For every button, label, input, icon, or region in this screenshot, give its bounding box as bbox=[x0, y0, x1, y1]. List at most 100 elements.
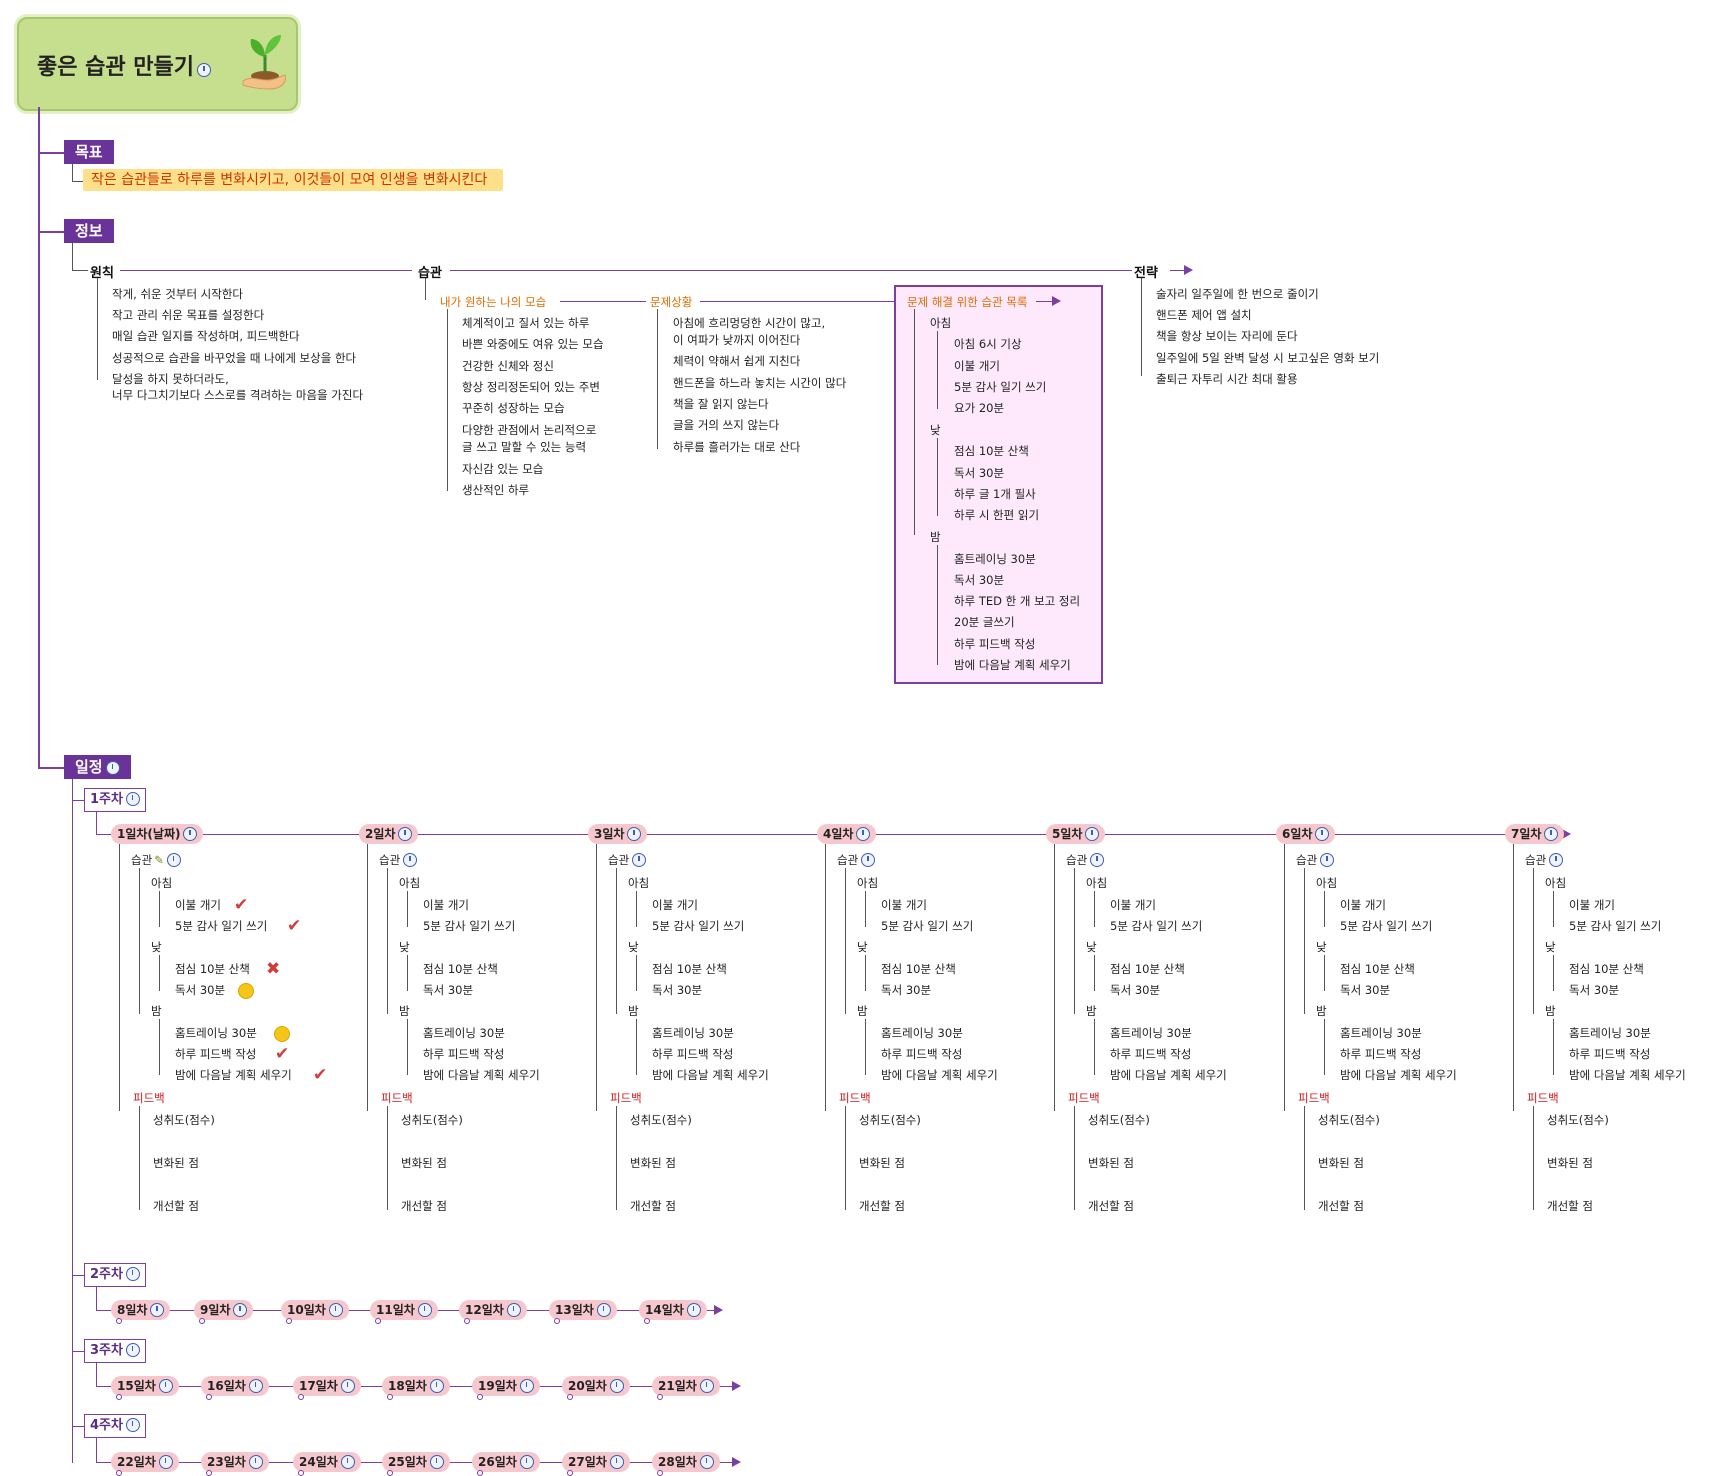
day-node[interactable]: 13일차 bbox=[549, 1300, 617, 1320]
task-item[interactable]: 홈트레이닝 30분 bbox=[1110, 1026, 1192, 1040]
day-node[interactable]: 10일차 bbox=[281, 1300, 349, 1320]
feedback-label[interactable]: 피드백 bbox=[133, 1091, 165, 1105]
solution-item[interactable]: 하루 글 1개 필사 bbox=[954, 487, 1036, 501]
strategy-item[interactable]: 출퇴근 자투리 시간 최대 활용 bbox=[1156, 372, 1298, 386]
ideal-item[interactable]: 바쁜 와중에도 여유 있는 모습 bbox=[462, 337, 604, 351]
routine-noon[interactable]: 낮 bbox=[399, 940, 410, 954]
day-node[interactable]: 25일차 bbox=[382, 1452, 450, 1472]
solution-item[interactable]: 5분 감사 일기 쓰기 bbox=[954, 380, 1047, 394]
solution-night[interactable]: 밤 bbox=[930, 530, 941, 544]
task-item[interactable]: 홈트레이닝 30분 bbox=[1569, 1026, 1651, 1040]
week-4[interactable]: 4주차 bbox=[84, 1414, 146, 1438]
goal-text[interactable]: 작은 습관들로 하루를 변화시키고, 이것들이 모여 인생을 변화시킨다 bbox=[83, 169, 504, 191]
day-node[interactable]: 20일차 bbox=[562, 1376, 630, 1396]
solution-item[interactable]: 하루 TED 한 개 보고 정리 bbox=[954, 594, 1081, 608]
principle-item[interactable]: 작고 관리 쉬운 목표를 설정한다 bbox=[112, 308, 265, 322]
ideal-item[interactable]: 다양한 관점에서 논리적으로 bbox=[462, 423, 597, 437]
principle-item[interactable]: 너무 다그치기보다 스스로를 격려하는 마음을 가진다 bbox=[112, 388, 364, 402]
task-item[interactable]: 밤에 다음날 계획 세우기 bbox=[1110, 1068, 1227, 1082]
day-node[interactable]: 17일차 bbox=[293, 1376, 361, 1396]
problem-item[interactable]: 책을 잘 읽지 않는다 bbox=[673, 397, 769, 411]
week-3[interactable]: 3주차 bbox=[84, 1339, 146, 1363]
solution-title[interactable]: 문제 해결 위한 습관 목록 bbox=[907, 295, 1028, 309]
day-node[interactable]: 15일차 bbox=[111, 1376, 179, 1396]
task-item[interactable]: 하루 피드백 작성 bbox=[1569, 1047, 1651, 1061]
solution-item[interactable]: 독서 30분 bbox=[954, 573, 1005, 587]
task-item[interactable]: 점심 10분 산책 bbox=[1340, 962, 1415, 976]
feedback-item[interactable]: 변화된 점 bbox=[630, 1156, 676, 1170]
day-node[interactable]: 12일차 bbox=[459, 1300, 527, 1320]
feedback-item[interactable]: 성취도(점수) bbox=[1088, 1113, 1150, 1127]
habit-label[interactable]: 습관 bbox=[1296, 853, 1335, 867]
day-node[interactable]: 18일차 bbox=[382, 1376, 450, 1396]
solution-morning[interactable]: 아침 bbox=[930, 316, 952, 330]
task-item[interactable]: 홈트레이닝 30분 bbox=[1340, 1026, 1422, 1040]
problem-item[interactable]: 이 여파가 낮까지 이어진다 bbox=[673, 333, 801, 347]
habit-label[interactable]: 습관 bbox=[608, 853, 647, 867]
strategy-item[interactable]: 술자리 일주일에 한 번으로 줄이기 bbox=[1156, 287, 1319, 301]
routine-morning[interactable]: 아침 bbox=[399, 876, 421, 890]
feedback-item[interactable]: 성취도(점수) bbox=[153, 1113, 215, 1127]
feedback-label[interactable]: 피드백 bbox=[610, 1091, 642, 1105]
solution-item[interactable]: 밤에 다음날 계획 세우기 bbox=[954, 658, 1071, 672]
day-node[interactable]: 23일차 bbox=[201, 1452, 269, 1472]
task-item[interactable]: 5분 감사 일기 쓰기 bbox=[1569, 919, 1662, 933]
week1-day-node[interactable]: 5일차 bbox=[1046, 824, 1106, 844]
task-item[interactable]: 홈트레이닝 30분 bbox=[881, 1026, 963, 1040]
feedback-item[interactable]: 개선할 점 bbox=[1088, 1199, 1134, 1213]
principle-item[interactable]: 성공적으로 습관을 바꾸었을 때 나에게 보상을 한다 bbox=[112, 351, 357, 365]
feedback-label[interactable]: 피드백 bbox=[1298, 1091, 1330, 1105]
day-node[interactable]: 24일차 bbox=[293, 1452, 361, 1472]
feedback-item[interactable]: 변화된 점 bbox=[1318, 1156, 1364, 1170]
solution-noon[interactable]: 낮 bbox=[930, 423, 941, 437]
routine-night[interactable]: 밤 bbox=[151, 1004, 162, 1018]
routine-night[interactable]: 밤 bbox=[857, 1004, 868, 1018]
task-item[interactable]: 이불 개기 bbox=[1340, 898, 1386, 912]
routine-morning[interactable]: 아침 bbox=[1086, 876, 1108, 890]
task-item[interactable]: 이불 개기 bbox=[652, 898, 698, 912]
routine-night[interactable]: 밤 bbox=[1545, 1004, 1556, 1018]
task-item[interactable]: 홈트레이닝 30분 bbox=[652, 1026, 734, 1040]
problem-item[interactable]: 핸드폰을 하느라 놓치는 시간이 많다 bbox=[673, 376, 847, 390]
ideal-item[interactable]: 글 쓰고 말할 수 있는 능력 bbox=[462, 440, 587, 454]
root-node[interactable]: 좋은 습관 만들기 bbox=[17, 17, 298, 111]
task-item[interactable]: 점심 10분 산책 bbox=[423, 962, 498, 976]
task-item[interactable]: 5분 감사 일기 쓰기 bbox=[175, 919, 268, 933]
solution-item[interactable]: 홈트레이닝 30분 bbox=[954, 552, 1036, 566]
solution-item[interactable]: 20분 글쓰기 bbox=[954, 615, 1015, 629]
solution-item[interactable]: 하루 피드백 작성 bbox=[954, 637, 1036, 651]
task-item[interactable]: 밤에 다음날 계획 세우기 bbox=[1569, 1068, 1686, 1082]
ideal-item[interactable]: 항상 정리정돈되어 있는 주변 bbox=[462, 380, 600, 394]
strategy-item[interactable]: 핸드폰 제어 앱 설치 bbox=[1156, 308, 1252, 322]
principle-item[interactable]: 작게, 쉬운 것부터 시작한다 bbox=[112, 287, 244, 301]
week1-day-node[interactable]: 6일차 bbox=[1276, 824, 1336, 844]
strategy-title[interactable]: 전략 bbox=[1134, 266, 1158, 281]
task-item[interactable]: 하루 피드백 작성 bbox=[1340, 1047, 1422, 1061]
feedback-item[interactable]: 변화된 점 bbox=[1088, 1156, 1134, 1170]
week-2[interactable]: 2주차 bbox=[84, 1263, 146, 1287]
task-item[interactable]: 점심 10분 산책 bbox=[652, 962, 727, 976]
feedback-label[interactable]: 피드백 bbox=[381, 1091, 413, 1105]
habits-title[interactable]: 습관 bbox=[418, 266, 442, 281]
problem-item[interactable]: 체력이 약해서 쉽게 지친다 bbox=[673, 354, 801, 368]
task-item[interactable]: 독서 30분 bbox=[1340, 983, 1391, 997]
task-item[interactable]: 홈트레이닝 30분 bbox=[423, 1026, 505, 1040]
day-node[interactable]: 28일차 bbox=[652, 1452, 720, 1472]
routine-noon[interactable]: 낮 bbox=[628, 940, 639, 954]
week1-day-node[interactable]: 2일차 bbox=[359, 824, 419, 844]
task-item[interactable]: 5분 감사 일기 쓰기 bbox=[1340, 919, 1433, 933]
goal-header[interactable]: 목표 bbox=[64, 140, 114, 164]
principle-item[interactable]: 매일 습관 일지를 작성하며, 피드백한다 bbox=[112, 329, 300, 343]
task-item[interactable]: 밤에 다음날 계획 세우기 bbox=[1340, 1068, 1457, 1082]
routine-noon[interactable]: 낮 bbox=[1086, 940, 1097, 954]
feedback-item[interactable]: 개선할 점 bbox=[630, 1199, 676, 1213]
task-item[interactable]: 이불 개기 bbox=[1110, 898, 1156, 912]
principles-title[interactable]: 원칙 bbox=[90, 266, 114, 281]
feedback-item[interactable]: 개선할 점 bbox=[1318, 1199, 1364, 1213]
task-item[interactable]: 점심 10분 산책 bbox=[175, 962, 250, 976]
task-item[interactable]: 5분 감사 일기 쓰기 bbox=[1110, 919, 1203, 933]
feedback-item[interactable]: 성취도(점수) bbox=[630, 1113, 692, 1127]
task-item[interactable]: 독서 30분 bbox=[423, 983, 474, 997]
ideal-item[interactable]: 생산적인 하루 bbox=[462, 483, 530, 497]
solution-item[interactable]: 이불 개기 bbox=[954, 359, 1000, 373]
